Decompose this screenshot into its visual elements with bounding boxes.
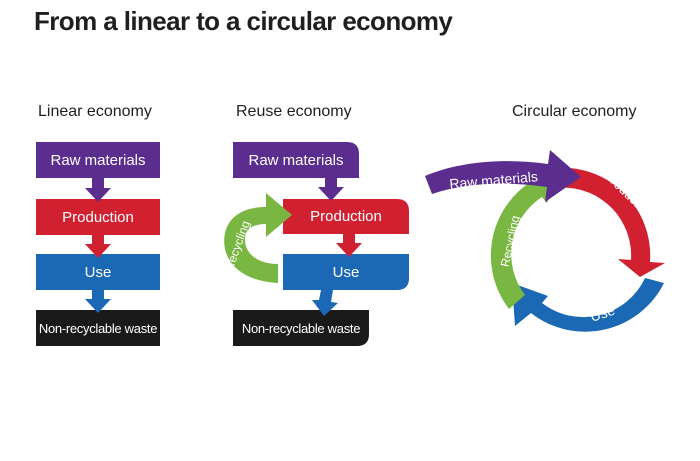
linear-arrow-production-to-use	[85, 235, 111, 258]
linear-waste-box	[36, 310, 160, 346]
linear-raw-box	[36, 142, 160, 178]
reuse-waste-label: Non-recyclable waste	[241, 320, 361, 336]
reuse-use-label: Use	[332, 263, 360, 281]
reuse-arrow-use-to-waste	[312, 290, 338, 316]
circular-use-arc	[512, 278, 664, 332]
reuse-production-box	[283, 199, 409, 234]
linear-use-box	[36, 254, 160, 290]
reuse-economy-label: Reuse economy	[236, 103, 352, 120]
circular-production-arc	[558, 167, 665, 277]
circular-input-label: Raw materials	[449, 168, 539, 192]
linear-production-label: Production	[62, 208, 134, 226]
circular-raw-materials-arrow	[425, 150, 581, 202]
page-title: From a linear to a circular economy	[34, 6, 453, 36]
circular-economy-label: Circular economy	[512, 103, 637, 120]
reuse-raw-label: Raw materials	[248, 151, 344, 169]
linear-waste-label: Non-recyclable waste	[38, 320, 158, 336]
reuse-arrow-production-to-use	[336, 234, 362, 257]
reuse-arrow-raw-to-production	[318, 178, 344, 201]
reuse-use-box	[283, 254, 409, 290]
linear-arrow-use-to-waste	[85, 290, 111, 313]
reuse-waste-box	[233, 310, 369, 346]
circular-recycling-arc	[490, 171, 562, 309]
linear-arrow-raw-to-production	[85, 178, 111, 202]
linear-use-label: Use	[84, 263, 112, 281]
reuse-production-label: Production	[310, 208, 382, 225]
reuse-raw-box	[233, 142, 359, 178]
linear-economy-label: Linear economy	[38, 103, 152, 120]
linear-production-box	[36, 199, 160, 235]
circular-use-label: Use	[588, 302, 617, 325]
reuse-recycling-arrow	[224, 193, 292, 283]
linear-raw-label: Raw materials	[50, 151, 146, 169]
